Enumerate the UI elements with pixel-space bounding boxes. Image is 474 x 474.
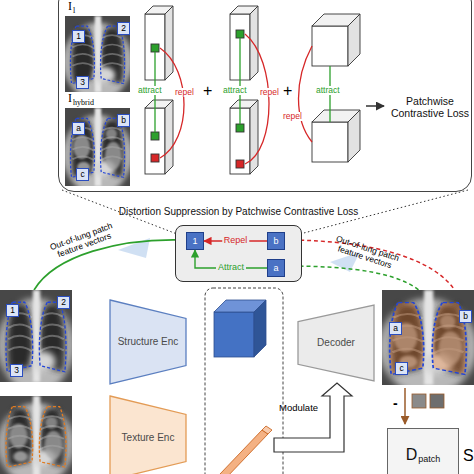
plus-sign: + (283, 82, 292, 100)
callout-letter: 3 (10, 364, 23, 377)
bar-end (262, 426, 272, 434)
callout-letter: c (395, 362, 408, 375)
image-symbol: I (68, 92, 72, 105)
repel-curve (245, 34, 269, 164)
modulate-label: Modulate (279, 403, 318, 413)
node-text: b (273, 236, 278, 246)
attract-line (239, 38, 240, 124)
xray-image (63, 16, 132, 100)
latent-frame (205, 288, 283, 474)
xray-image-texture (0, 396, 74, 474)
prism-side (250, 100, 258, 174)
callout-letter: b (117, 114, 130, 127)
node-text: patch (418, 454, 440, 464)
node-text: Distortion Suppression by Patchwise Cont… (98, 206, 379, 218)
callout-letter: 1 (6, 304, 19, 317)
attract-label: attract (137, 86, 163, 95)
xray-image-hybrid (63, 108, 132, 195)
cube-side (348, 110, 360, 162)
modulate-arrow (274, 383, 352, 452)
patch-square: a (267, 259, 285, 277)
cube-face (214, 312, 254, 357)
decoder-block: Decoder (298, 305, 374, 381)
discriminator-box: Dpatch (387, 428, 459, 474)
lung-mask (390, 303, 467, 375)
patch-square: 1 (186, 232, 204, 250)
plus-sign: + (203, 82, 212, 100)
xray-image (63, 108, 132, 195)
patch-square: b (267, 232, 285, 250)
node-text: D (406, 446, 418, 464)
lung-mask (6, 407, 66, 467)
callout-letter: b (459, 310, 472, 323)
callout-letter: a (389, 322, 402, 335)
minus-sign: - (393, 396, 398, 411)
result-arrow (366, 105, 384, 107)
patch-thumbnail (412, 394, 426, 408)
encoder-block-shape (110, 300, 186, 384)
patch-vector (236, 160, 244, 168)
node-text: Texture Enc (122, 432, 175, 444)
node-text: 1 (192, 236, 197, 246)
cube-side (348, 14, 360, 66)
cube-side (254, 300, 266, 357)
xray-image-structure (0, 290, 74, 392)
prism-side (165, 100, 173, 174)
contrast-box: Distortion Suppression by Patchwise Cont… (175, 225, 302, 282)
cut-text: S (463, 447, 474, 465)
image-subscript: l (73, 7, 75, 16)
lung-mask (6, 302, 66, 372)
node-text: Decoder (317, 337, 355, 349)
encoder-block-shape (110, 396, 186, 474)
patch-vector (151, 44, 159, 52)
encoder-block: Structure Enc (110, 300, 186, 384)
callout-letter: 1 (72, 30, 85, 43)
edge-label: Repel (222, 236, 250, 246)
image-subscript: hybrid (73, 99, 94, 108)
patch-vector (151, 154, 159, 162)
repel-curve (160, 48, 184, 158)
cube-face (312, 26, 348, 66)
node-text: Structure Enc (118, 336, 179, 348)
image-symbol: I (68, 0, 72, 13)
xray-image (0, 396, 74, 474)
bar-face (220, 430, 268, 474)
callout-letter: c (76, 168, 89, 181)
attract-label: attract (315, 86, 341, 95)
callout-letter: 2 (117, 22, 130, 35)
edge-label: Attract (216, 263, 246, 273)
cube-face (312, 122, 348, 162)
attract-label: attract (222, 86, 248, 95)
xray-image-original (63, 16, 132, 100)
callout-letter: a (72, 122, 85, 135)
patch-thumbnail (430, 394, 444, 408)
arrow-note: Out-of-lung patch feature vectors (321, 231, 410, 276)
callout-letter: 2 (57, 296, 70, 309)
repel-curve (299, 46, 313, 142)
patch-vector (236, 124, 244, 132)
repel-label: repel (282, 112, 303, 121)
node-text: a (273, 263, 278, 273)
feature-cube-pair (312, 14, 360, 162)
decoder-block-shape (298, 305, 374, 381)
xray-image (379, 290, 474, 396)
node-text: Patchwise Contrastive Loss (387, 95, 473, 119)
repel-label: repel (174, 88, 195, 97)
prism-side (165, 6, 173, 80)
structure-code-cube (214, 300, 266, 357)
xray-image-output (379, 290, 474, 396)
patch-arrow (404, 388, 406, 424)
patch-vector (151, 132, 159, 140)
xray-image (0, 290, 74, 392)
patch-vector (236, 30, 244, 38)
arrow-note: Out-of-lung patch feature vectors (38, 217, 129, 265)
encoder-block: Texture Enc (110, 396, 186, 474)
repel-label: repel (259, 88, 280, 97)
callout-letter: 3 (76, 76, 89, 89)
texture-code-bar (220, 426, 272, 474)
